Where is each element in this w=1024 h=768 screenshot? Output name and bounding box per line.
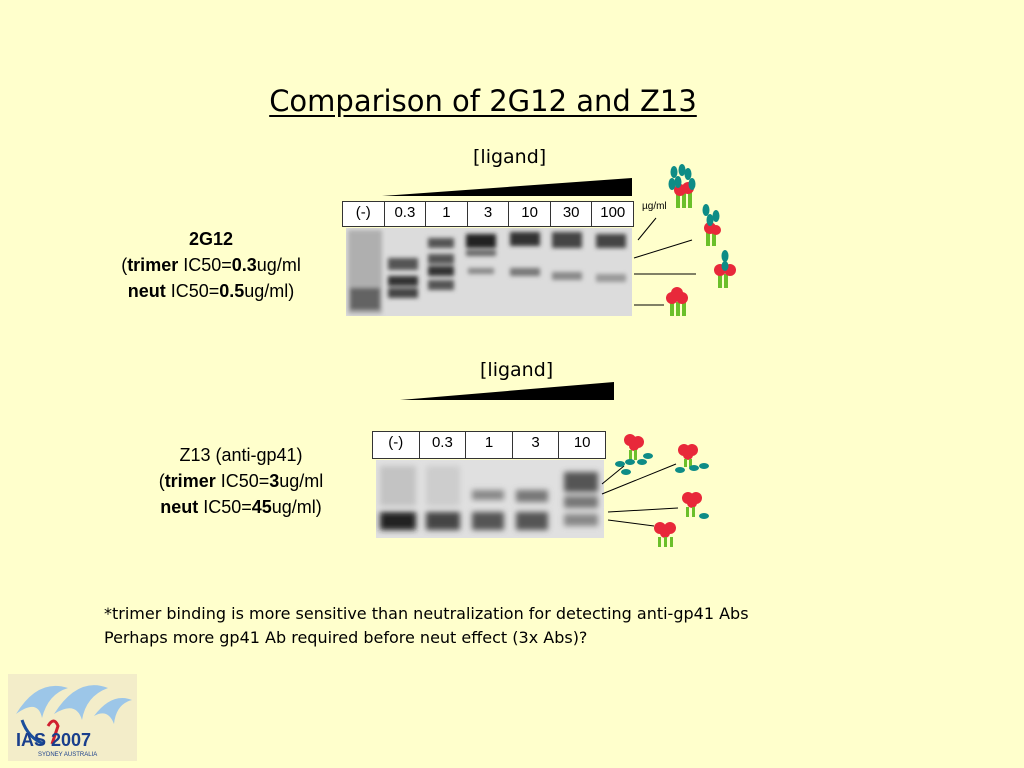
trimer-gp41-antibody-icon-3 [682,492,709,519]
slide-title: Comparison of 2G12 and Z13 [269,84,697,118]
neut-ic50-line: neut IC50=0.5ug/ml) [82,278,340,304]
concentration-wedge-2 [400,382,614,400]
concentration-wedge-1 [382,178,632,196]
trimer-ic50-line: (trimer IC50=0.3ug/ml [82,252,340,278]
lane-label: 10 [558,432,605,458]
neut-word: neut [160,497,199,517]
footnote-line-1: *trimer binding is more sensitive than n… [104,604,749,623]
logo-text: IAS 2007 [16,730,91,750]
neut-ic50-value: 45 [251,497,272,517]
lane-label: 0.3 [418,432,466,458]
footnote: *trimer binding is more sensitive than n… [104,602,749,650]
trimer-unbound-icon [666,287,688,316]
unit: ug/ml) [271,497,322,517]
lane-labels-1: (-) 0.3 1 3 10 30 100 [342,201,634,227]
paren: ( [158,471,165,491]
trimer-one-antibody-icon [714,250,736,288]
lane-label: 3 [466,202,509,226]
trimer-unbound-icon-2 [654,522,676,547]
trimer-gp41-antibody-icon-1 [615,434,653,475]
unit: ug/ml) [244,281,295,301]
lane-label: (-) [355,204,371,221]
trimer-ic50-value: 3 [269,471,280,491]
trimer-gp41-antibody-icon-2 [675,444,709,473]
logo-subtext: SYDNEY AUSTRALIA [38,752,97,758]
lane-label: 0.3 [383,202,426,226]
trimer-word: trimer [164,471,216,491]
antibody-name: Z13 (anti-gp41) [179,445,303,465]
unit: ug/ml [279,471,324,491]
ligand-label-1: [ligand] [473,146,547,168]
band-pointers-2 [601,463,679,527]
neut-ic50-line: neut IC50=45ug/ml) [110,494,372,520]
ic50-label: IC50= [215,471,270,491]
gel-image-2g12 [346,228,632,316]
ic50-label: IC50= [198,497,252,517]
gel-image-z13 [376,460,604,538]
unit: ug/ml [256,255,301,275]
footnote-line-2: Perhaps more gp41 Ab required before neu… [104,628,588,647]
trimer-word: trimer [127,255,179,275]
info-2g12: 2G12 (trimer IC50=0.3ug/ml neut IC50=0.5… [82,226,340,304]
trimer-two-antibody-icon [702,204,721,246]
lane-label: 3 [511,432,559,458]
ic50-label: IC50= [178,255,232,275]
lane-label: (-) [388,434,404,451]
lane-label: 100 [591,202,633,226]
trimer-ic50-line: (trimer IC50=3ug/ml [110,468,372,494]
lane-labels-2: (-) 0.3 1 3 10 [372,431,606,459]
ic50-label: IC50= [165,281,220,301]
ias-2007-logo: IAS 2007 SYDNEY AUSTRALIA [8,674,137,761]
unit-label: µg/ml [642,201,667,212]
lane-label: 1 [465,432,512,458]
neut-word: neut [127,281,166,301]
logo-graphic: IAS 2007 SYDNEY AUSTRALIA [16,685,132,758]
band-pointers-1 [633,217,696,306]
neut-ic50-value: 0.5 [219,281,245,301]
trimer-ic50-value: 0.3 [231,255,257,275]
info-z13: Z13 (anti-gp41) (trimer IC50=3ug/ml neut… [110,442,372,520]
lane-label: 10 [508,202,550,226]
trimer-three-antibody-icon [668,164,696,208]
paren: ( [121,255,128,275]
lane-label: 1 [425,202,467,226]
lane-label: 30 [549,202,592,226]
ligand-label-2: [ligand] [480,359,554,381]
antibody-name: 2G12 [188,229,234,249]
